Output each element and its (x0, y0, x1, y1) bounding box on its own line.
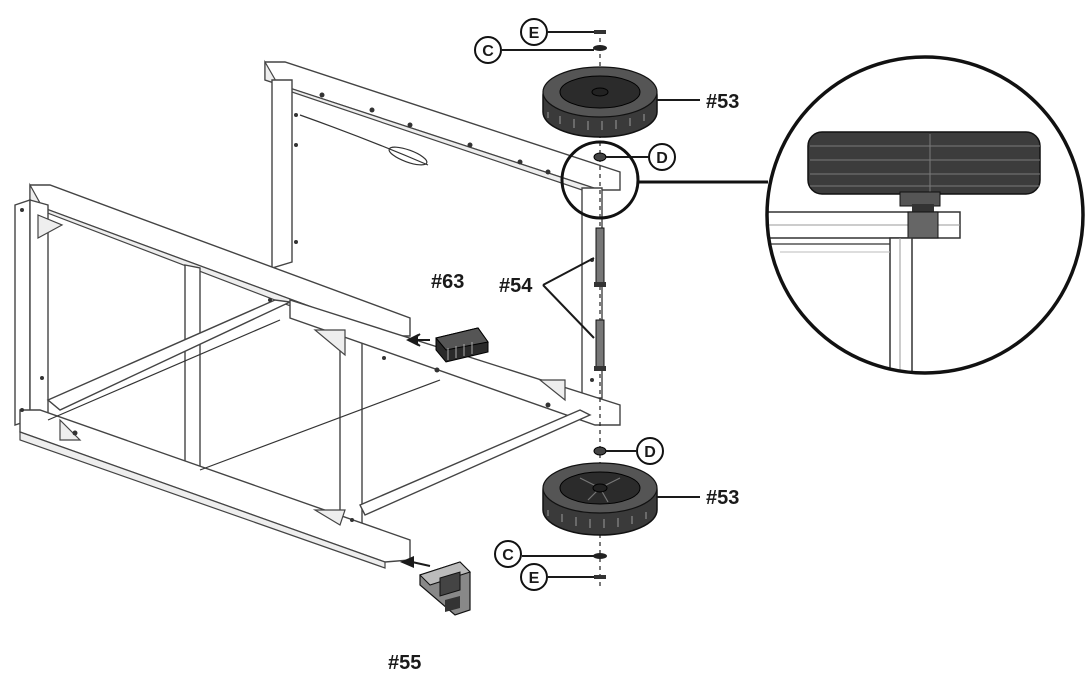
part-label-53-bottom: #53 (706, 487, 739, 509)
callout-circle-e-top (520, 18, 548, 46)
callout-d-bottom: D (644, 444, 656, 461)
part-label-55: #55 (388, 652, 421, 674)
detail-zoom-view (765, 55, 1085, 375)
callout-circle-c-top (474, 36, 502, 64)
callout-e-top: E (529, 25, 540, 42)
callout-d-top: D (656, 150, 668, 167)
part-label-63: #63 (431, 271, 464, 293)
wheel-top (542, 66, 658, 138)
foot-part (400, 556, 471, 616)
washer-e-top (594, 30, 606, 34)
axle-rods (594, 227, 606, 371)
callout-circle-d-top (648, 143, 676, 171)
spacer-d-top (593, 152, 607, 162)
washer-e-bottom (594, 575, 606, 579)
callout-circle-c-bottom (494, 540, 522, 568)
callout-c-top: C (482, 43, 494, 60)
wheel-bottom (542, 462, 658, 536)
end-cap-part (406, 327, 489, 363)
washer-c-top (593, 45, 607, 51)
callout-circle-d-bottom (636, 437, 664, 465)
detail-source-circle (560, 140, 640, 220)
part-label-53-top: #53 (706, 91, 739, 113)
callout-c-bottom: C (502, 547, 514, 564)
cart-frame (14, 59, 621, 569)
washer-c-bottom (593, 553, 607, 559)
callout-circle-e-bottom (520, 563, 548, 591)
part-label-54: #54 (499, 275, 533, 297)
callout-e-bottom: E (529, 570, 540, 587)
spacer-d-bottom (593, 446, 607, 456)
